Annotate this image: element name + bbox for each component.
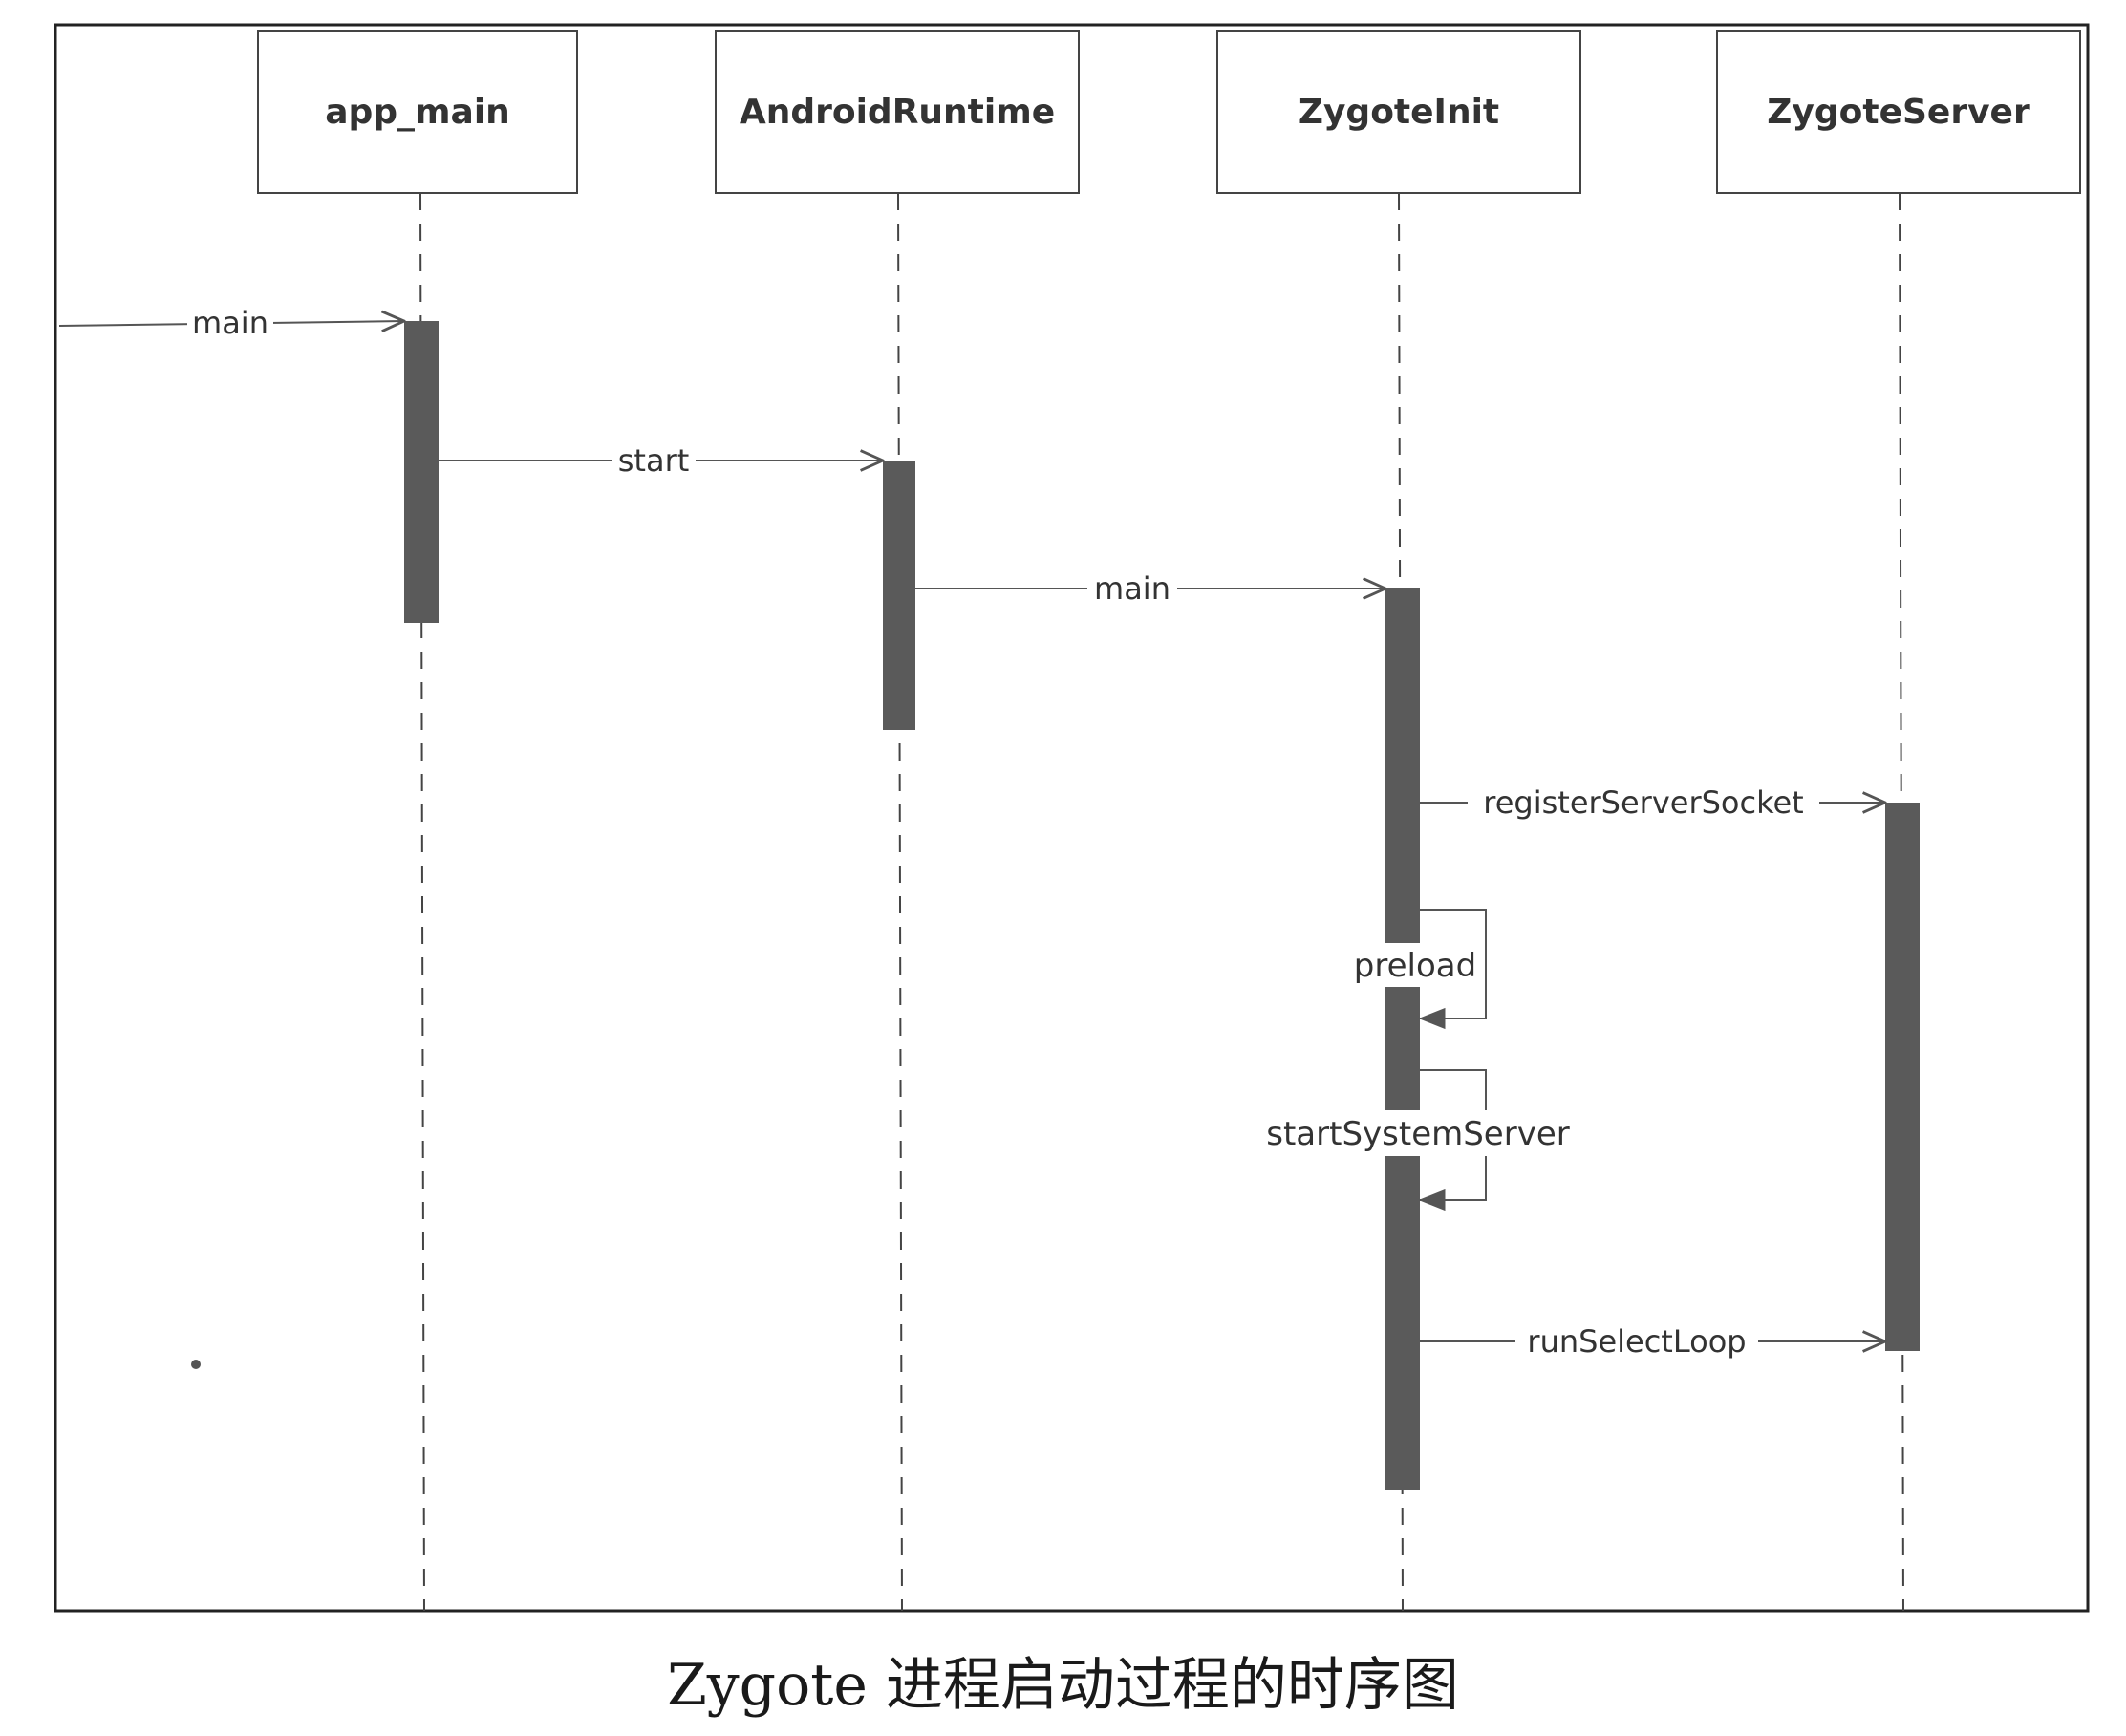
message-main-to-zygote-init: main (915, 569, 1385, 608)
message-label: start (618, 442, 690, 479)
message-label: startSystemServer (1266, 1115, 1569, 1153)
message-register-server-socket: registerServerSocket (1420, 783, 1885, 822)
message-label: registerServerSocket (1483, 784, 1803, 821)
participant-zygote-init: ZygoteInit (1216, 30, 1581, 194)
message-label: main (1094, 570, 1170, 607)
activation-app-main (404, 321, 439, 623)
participant-label: app_main (325, 93, 510, 132)
lifeline-android-runtime (897, 192, 903, 1612)
participant-app-main: app_main (257, 30, 578, 194)
diagram-caption: Zygote 进程启动过程的时序图 (667, 1652, 1459, 1719)
message-label: runSelectLoop (1527, 1323, 1746, 1360)
activation-zygote-init (1385, 588, 1420, 1490)
message-start: start (439, 441, 883, 480)
participant-label: ZygoteInit (1299, 93, 1499, 132)
participant-label: AndroidRuntime (740, 93, 1055, 132)
message-run-select-loop: runSelectLoop (1420, 1322, 1885, 1361)
activation-zygote-server (1885, 803, 1920, 1351)
message-label: main (192, 305, 268, 341)
stray-dot (191, 1360, 201, 1369)
activation-android-runtime (883, 461, 915, 730)
participant-zygote-server: ZygoteServer (1716, 30, 2081, 194)
self-message-start-system-server: startSystemServer (1263, 1069, 1573, 1211)
lifeline-app-main (419, 192, 425, 1612)
message-main-to-app-main: main (58, 304, 404, 342)
participant-label: ZygoteServer (1767, 93, 2030, 132)
message-label: preload (1354, 947, 1476, 985)
diagram-frame (54, 23, 2090, 1613)
self-message-preload: preload (1347, 909, 1487, 1030)
participant-android-runtime: AndroidRuntime (715, 30, 1080, 194)
